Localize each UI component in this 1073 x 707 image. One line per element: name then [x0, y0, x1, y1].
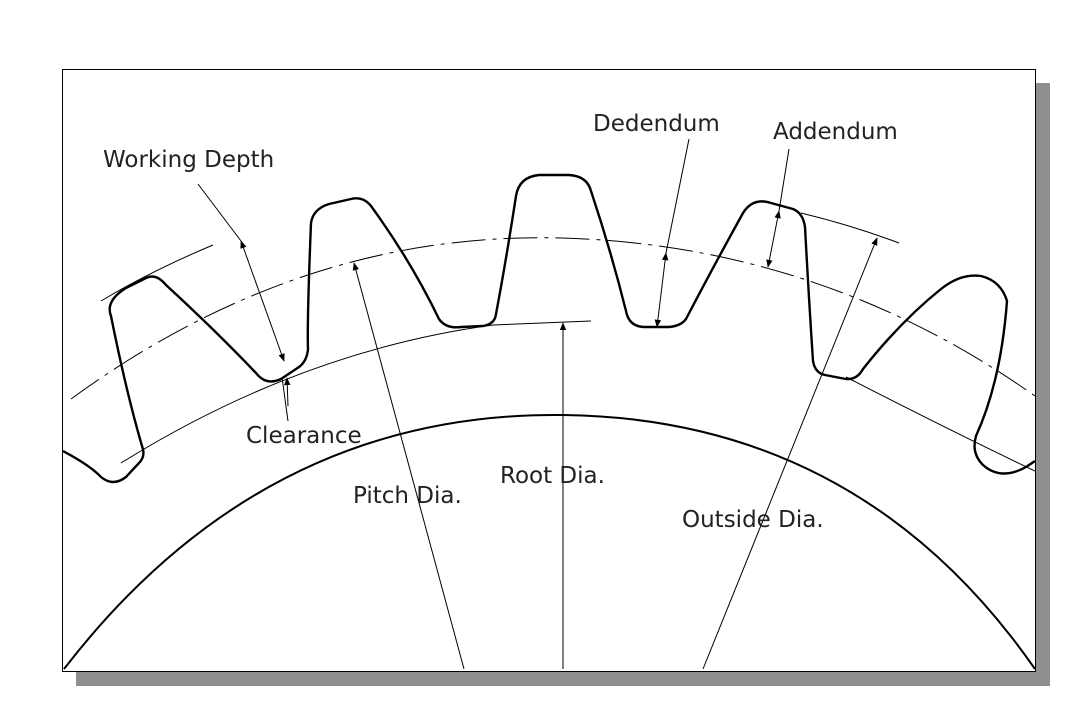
pitch-dia-label: Pitch Dia.	[353, 483, 462, 509]
working-depth-label: Working Depth	[103, 147, 274, 173]
dedendum-leader	[665, 138, 690, 254]
pitch-dia-leader	[352, 262, 465, 670]
root-circle	[120, 320, 592, 464]
inner-arc	[63, 413, 1035, 670]
clearance-leader	[281, 376, 289, 422]
working-depth-dimension	[240, 240, 285, 362]
outside-dia-label: Outside Dia.	[682, 507, 824, 533]
clearance-arrow	[284, 377, 291, 407]
root-dia-label: Root Dia.	[500, 463, 605, 489]
root-circle-right	[845, 376, 1035, 472]
addendum-label: Addendum	[773, 119, 898, 145]
gear-tooth-profile	[63, 173, 1035, 484]
clearance-label: Clearance	[246, 423, 362, 449]
addendum-dimension	[766, 210, 781, 268]
addendum-leader	[778, 148, 790, 212]
outside-circle-right	[800, 212, 900, 244]
working-depth-leader	[197, 183, 242, 242]
dedendum-dimension	[654, 252, 669, 328]
gear-diagram-frame: Working Depth Dedendum Addendum Clearanc…	[62, 69, 1036, 672]
gear-nomenclature-diagram: Working Depth Dedendum Addendum Clearanc…	[63, 111, 1035, 670]
dedendum-label: Dedendum	[593, 111, 720, 137]
outside-circle	[100, 244, 214, 302]
outside-dia-leader	[702, 237, 878, 670]
pitch-circle	[70, 237, 1035, 400]
